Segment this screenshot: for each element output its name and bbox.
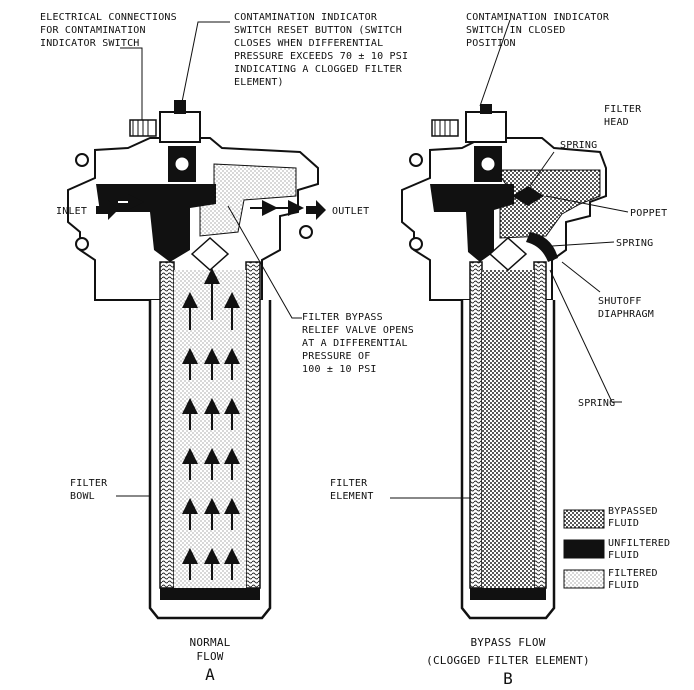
label-reset-5: INDICATING A CLOGGED FILTER xyxy=(234,64,403,75)
legend-item-unfiltered: UNFILTERED FLUID xyxy=(563,538,670,561)
leader-lines xyxy=(116,19,629,499)
filtered-core-a xyxy=(174,270,246,588)
legend-label-unfiltered-1: UNFILTERED xyxy=(608,538,670,549)
indicator-switch-b xyxy=(465,111,507,143)
label-electrical-1: ELECTRICAL CONNECTIONS xyxy=(40,12,177,23)
label-spring-top: SPRING xyxy=(560,140,597,151)
unfiltered-fluid-a xyxy=(96,184,216,262)
legend-swatch-filtered xyxy=(563,569,605,589)
label-reset-4: PRESSURE EXCEEDS 70 ± 10 PSI xyxy=(234,51,408,62)
legend: BYPASSED FLUID UNFILTERED FLUID FILTERED… xyxy=(563,506,670,591)
callout-filter-element: FILTER ELEMENT xyxy=(330,478,374,502)
label-element-2: ELEMENT xyxy=(330,491,374,502)
legend-swatch-unfiltered xyxy=(563,539,605,559)
bypassed-core-b xyxy=(482,270,534,588)
indicator-switch-a xyxy=(159,111,201,143)
callout-filter-head: FILTER HEAD xyxy=(604,104,642,128)
legend-item-filtered: FILTERED FLUID xyxy=(563,568,658,591)
callout-filter-bowl: FILTER BOWL xyxy=(70,478,108,502)
filter-a xyxy=(67,100,326,620)
filter-element-a xyxy=(159,261,175,589)
legend-swatch-bypassed xyxy=(563,509,605,529)
switch-reset-button-a[interactable] xyxy=(174,100,186,114)
label-element-1: FILTER xyxy=(330,478,368,489)
label-switch-closed-2: SWITCH IN CLOSED xyxy=(466,25,566,36)
legend-label-bypassed-1: BYPASSED xyxy=(608,506,658,517)
label-bypass-2: RELIEF VALVE OPENS xyxy=(302,325,414,336)
label-bypass-3: AT A DIFFERENTIAL xyxy=(302,338,408,349)
label-spring-mid: SPRING xyxy=(616,238,653,249)
unfiltered-fluid-b xyxy=(430,184,514,262)
label-spring-low: SPRING xyxy=(578,398,615,409)
legend-item-bypassed: BYPASSED FLUID xyxy=(563,506,658,529)
label-poppet: POPPET xyxy=(630,208,667,219)
poppet xyxy=(512,186,544,206)
flow-arrows-a xyxy=(182,268,240,580)
label-outlet: OUTLET xyxy=(332,206,369,217)
label-reset-1: CONTAMINATION INDICATOR xyxy=(234,12,378,23)
label-shutoff-1: SHUTOFF xyxy=(598,296,642,307)
callout-electrical: ELECTRICAL CONNECTIONS FOR CONTAMINATION… xyxy=(40,12,177,49)
label-electrical-2: FOR CONTAMINATION xyxy=(40,25,146,36)
caption-b-line-2: (CLOGGED FILTER ELEMENT) xyxy=(426,654,590,667)
callout-reset-button: CONTAMINATION INDICATOR SWITCH RESET BUT… xyxy=(234,12,408,88)
label-reset-2: SWITCH RESET BUTTON (SWITCH xyxy=(234,25,402,36)
label-reset-3: CLOSES WHEN DIFFERENTIAL xyxy=(234,38,383,49)
filter-b xyxy=(401,104,607,620)
caption-b: BYPASS FLOW (CLOGGED FILTER ELEMENT) B xyxy=(426,636,590,688)
switch-reset-button-b[interactable] xyxy=(480,104,492,114)
label-bowl-1: FILTER xyxy=(70,478,108,489)
label-electrical-3: INDICATOR SWITCH xyxy=(40,38,140,49)
inlet-arrow xyxy=(96,200,118,220)
label-reset-6: ELEMENT) xyxy=(234,77,284,88)
label-inlet: INLET xyxy=(56,206,87,217)
caption-a-line-1: NORMAL xyxy=(190,636,231,649)
callout-switch-closed: CONTAMINATION INDICATOR SWITCH IN CLOSED… xyxy=(466,12,610,49)
filter-element-b xyxy=(469,261,483,589)
label-head-1: FILTER xyxy=(604,104,642,115)
label-bowl-2: BOWL xyxy=(70,491,95,502)
callout-bypass-valve: FILTER BYPASS RELIEF VALVE OPENS AT A DI… xyxy=(302,312,414,375)
label-switch-closed-3: POSITION xyxy=(466,38,516,49)
caption-a-letter: A xyxy=(205,665,215,684)
caption-b-line-1: BYPASS FLOW xyxy=(470,636,545,649)
label-switch-closed-1: CONTAMINATION INDICATOR xyxy=(466,12,610,23)
callout-shutoff: SHUTOFF DIAPHRAGM xyxy=(598,296,654,320)
caption-a: NORMAL FLOW A xyxy=(190,636,231,684)
legend-label-filtered-2: FLUID xyxy=(608,580,639,591)
label-bypass-5: 100 ± 10 PSI xyxy=(302,364,377,375)
legend-label-filtered-1: FILTERED xyxy=(608,568,658,579)
outlet-arrow xyxy=(306,200,326,220)
caption-a-line-2: FLOW xyxy=(196,650,223,663)
legend-label-unfiltered-2: FLUID xyxy=(608,550,639,561)
label-head-2: HEAD xyxy=(604,117,629,128)
label-bypass-1: FILTER BYPASS xyxy=(302,312,383,323)
shutoff-diaphragm xyxy=(526,232,558,262)
legend-label-bypassed-2: FLUID xyxy=(608,518,639,529)
label-bypass-4: PRESSURE OF xyxy=(302,351,370,362)
label-shutoff-2: DIAPHRAGM xyxy=(598,309,654,320)
caption-b-letter: B xyxy=(503,669,513,688)
